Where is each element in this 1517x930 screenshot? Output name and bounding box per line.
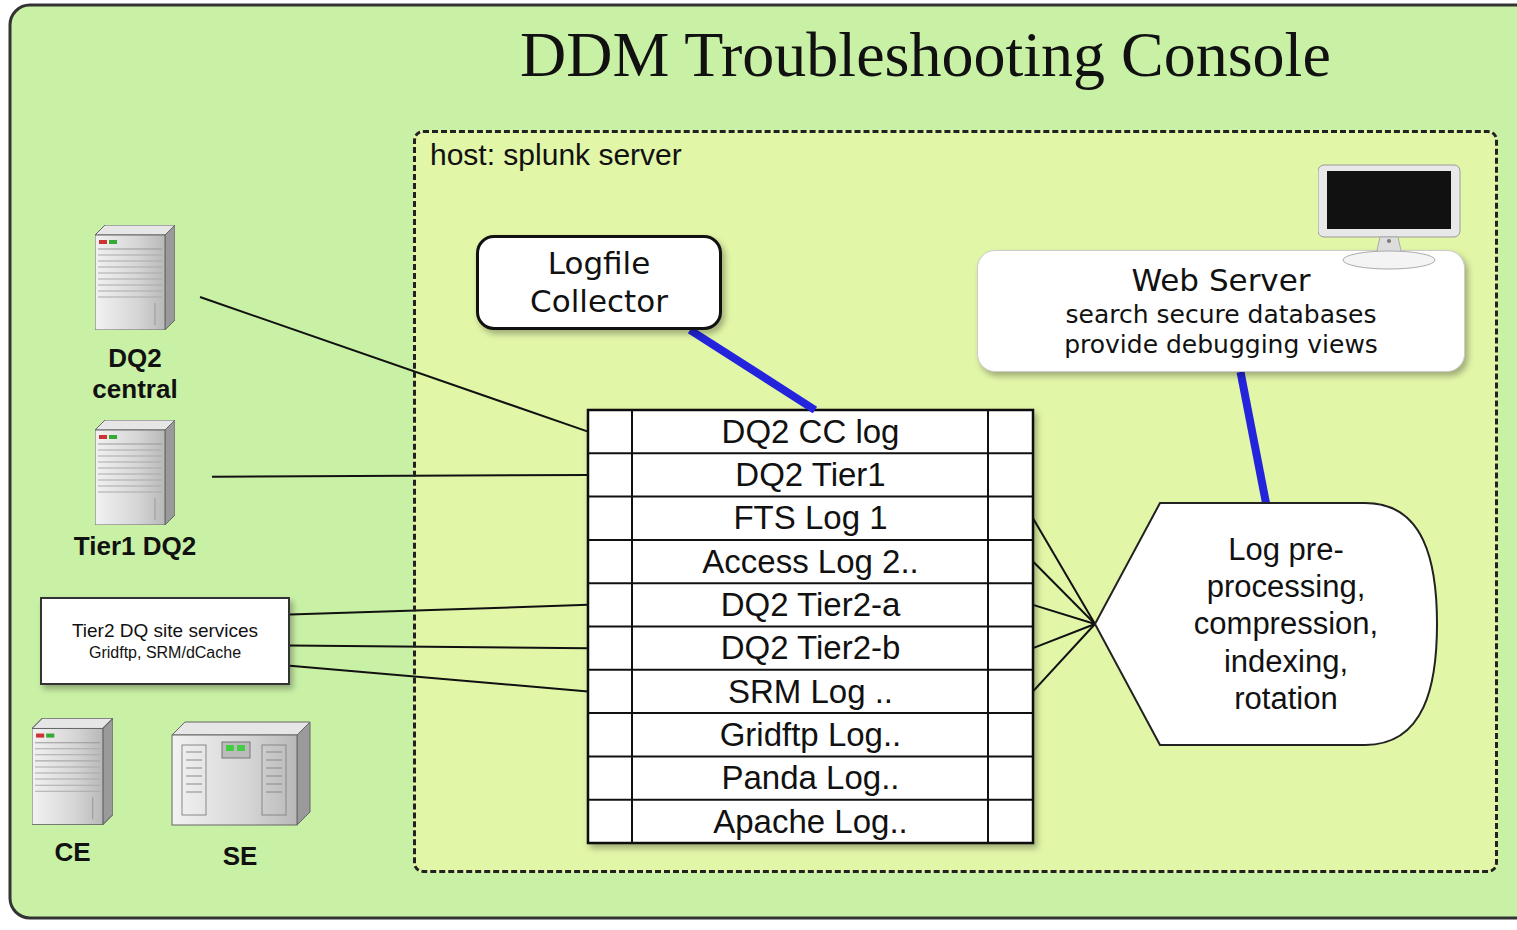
log-feed-line bbox=[290, 666, 588, 692]
node-label: DQ2 Tier1 bbox=[735, 455, 885, 495]
node-label: Access Log 2.. bbox=[702, 542, 918, 582]
server-icon bbox=[32, 718, 113, 824]
node-label: DQ2 CC log bbox=[722, 412, 900, 452]
log-feed-line bbox=[1033, 518, 1095, 624]
node-label: Gridftp Log.. bbox=[720, 715, 902, 755]
server-node: CE bbox=[25, 718, 120, 868]
node-label: Tier2 DQ site services bbox=[72, 620, 258, 643]
log-feed-line bbox=[1033, 624, 1095, 648]
log-row: Access Log 2.. bbox=[588, 540, 1033, 583]
node-label: Apache Log.. bbox=[713, 802, 908, 842]
node-label: Logfile Collector bbox=[487, 245, 711, 319]
log-table bbox=[588, 410, 1033, 843]
node-label: Log pre-processing, compression, indexin… bbox=[1174, 531, 1399, 717]
node-subtext: search secure databases provide debuggin… bbox=[1031, 300, 1411, 360]
log-row: SRM Log .. bbox=[588, 670, 1033, 713]
host-region: host: splunk serverLogfile Collector Web … bbox=[413, 130, 1498, 873]
server-node: Tier1 DQ2 bbox=[58, 420, 212, 562]
node-label: Tier1 DQ2 bbox=[74, 531, 196, 562]
preprocess-shape: Log pre-processing, compression, indexin… bbox=[1095, 503, 1437, 745]
monitor-icon bbox=[1318, 163, 1468, 278]
log-row: FTS Log 1 bbox=[588, 497, 1033, 540]
server-icon bbox=[95, 420, 175, 525]
server-icon bbox=[95, 225, 175, 330]
node-label: SE bbox=[223, 841, 258, 872]
log-row: Gridftp Log.. bbox=[588, 713, 1033, 756]
log-feed-line bbox=[1033, 562, 1095, 624]
storage-icon bbox=[172, 722, 310, 825]
log-feed-line bbox=[290, 645, 588, 648]
log-feed-line bbox=[212, 475, 588, 477]
log-row: DQ2 Tier1 bbox=[588, 453, 1033, 496]
host-region-fill bbox=[413, 130, 1498, 873]
node-label: DQ2 central bbox=[80, 343, 190, 405]
node-label: DQ2 Tier2-b bbox=[721, 628, 901, 668]
node-label: FTS Log 1 bbox=[733, 498, 887, 538]
log-feed-line bbox=[1033, 605, 1095, 624]
node-label: Web Server bbox=[1131, 262, 1310, 299]
node-label: host: splunk server bbox=[430, 137, 682, 173]
node-label: Panda Log.. bbox=[722, 758, 900, 798]
site-services-box: Tier2 DQ site servicesGridftp, SRM/dCach… bbox=[40, 597, 290, 685]
node-subtext: Gridftp, SRM/dCache bbox=[89, 643, 241, 662]
diagram-title: DDM Troubleshooting Console bbox=[520, 18, 1331, 92]
outer-panel bbox=[10, 5, 1517, 918]
log-feed-line bbox=[290, 605, 588, 615]
log-feed-line bbox=[1033, 624, 1095, 691]
data-link bbox=[1241, 372, 1266, 503]
log-row: DQ2 Tier2-a bbox=[588, 583, 1033, 626]
log-row: Apache Log.. bbox=[588, 800, 1033, 843]
node-label: CE bbox=[54, 837, 90, 868]
data-link bbox=[690, 330, 815, 410]
log-row: DQ2 Tier2-b bbox=[588, 627, 1033, 670]
log-row: DQ2 CC log bbox=[588, 410, 1033, 453]
log-row: Panda Log.. bbox=[588, 756, 1033, 799]
storage-node: SE bbox=[165, 722, 315, 872]
collector-box: Logfile Collector bbox=[476, 235, 722, 330]
node-label: SRM Log .. bbox=[728, 672, 893, 712]
server-node: DQ2 central bbox=[70, 225, 200, 405]
node-label: DQ2 Tier2-a bbox=[721, 585, 901, 625]
